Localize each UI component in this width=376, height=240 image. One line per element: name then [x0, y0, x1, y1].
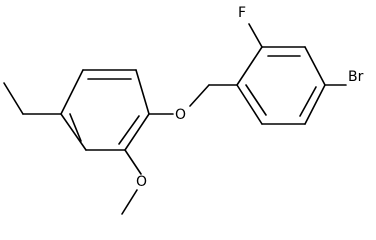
ether-linkage: O: [148, 84, 238, 123]
double-bond-inner: [299, 86, 317, 117]
double-bond-inner: [118, 115, 140, 145]
ether-oxygen-label: O: [175, 107, 186, 123]
ethyl-group: [3, 82, 62, 115]
bond: [60, 69, 84, 115]
bond: [304, 46, 326, 86]
right-benzene-ring: [236, 46, 326, 125]
bond: [236, 84, 263, 125]
bond: [124, 149, 142, 175]
methoxy-group: O: [121, 149, 147, 215]
bromine-substituent: Br: [324, 69, 364, 86]
fluorine-substituent: F: [238, 5, 263, 48]
bond: [189, 84, 210, 107]
bromine-label: Br: [348, 69, 364, 85]
bond: [60, 113, 87, 151]
bond: [135, 69, 150, 115]
structure-canvas: O O F Br: [3, 5, 364, 215]
double-bond-inner: [69, 113, 82, 142]
double-bond-inner: [245, 84, 267, 116]
bond: [236, 46, 263, 86]
bond: [124, 113, 150, 151]
bond: [304, 84, 326, 125]
bond: [248, 23, 263, 48]
bond: [3, 82, 24, 115]
fluorine-label: F: [238, 5, 246, 21]
methoxy-oxygen-label: O: [136, 174, 147, 190]
left-benzene-ring: [60, 69, 150, 151]
bond: [121, 189, 138, 215]
molecule-structure: O O F Br: [3, 5, 364, 215]
